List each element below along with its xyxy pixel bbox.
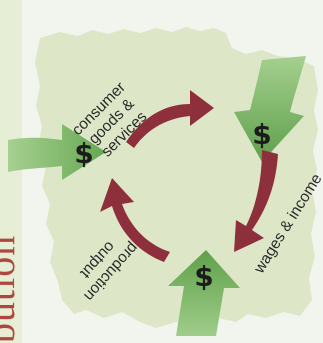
dollar-icon-left: $ [74,137,93,170]
svg-text:bution: bution [0,235,23,343]
green-arrow-left [8,124,106,180]
green-arrow-bottom [168,250,240,336]
paper-panel [35,27,318,328]
red-arrow-right [234,150,278,252]
side-word-clipped: bution [0,235,23,343]
left-strip [0,0,22,343]
red-arrow-top [126,90,214,148]
green-arrow-top-right [234,56,306,162]
dollar-icon-right: $ [252,118,271,151]
red-arrow-left [100,178,170,262]
dollar-icon-bottom: $ [194,260,213,293]
